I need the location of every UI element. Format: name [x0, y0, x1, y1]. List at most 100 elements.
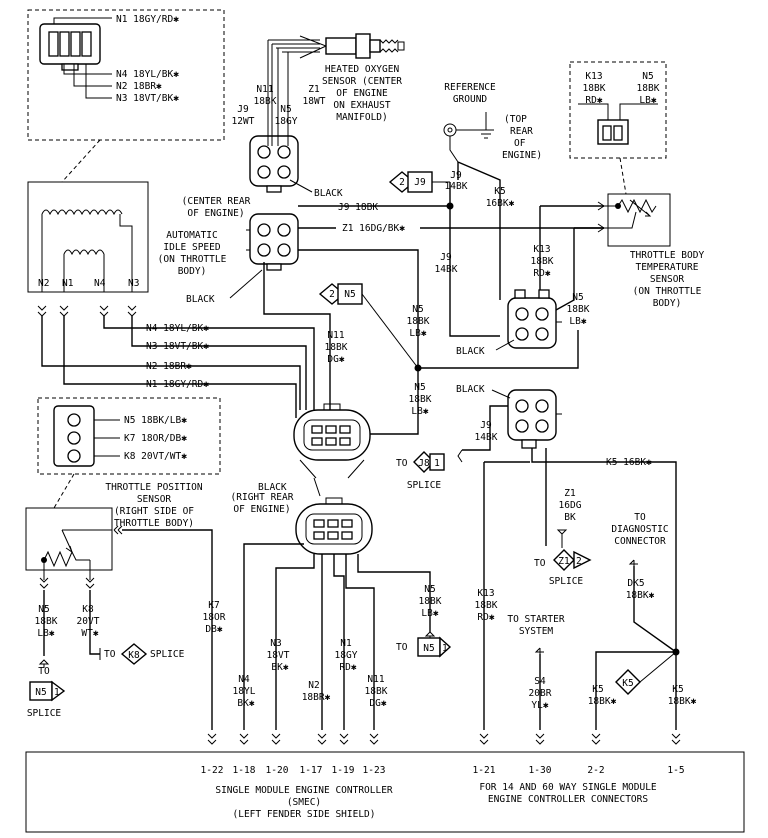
wire-n4-bottom	[243, 543, 304, 730]
wire-k5a	[595, 651, 676, 730]
tps-conn-k8: K8 20VT/WT✱	[124, 451, 187, 462]
o2-connector	[249, 130, 313, 193]
tps-n5-b: 18BK	[35, 616, 58, 627]
tbt-k13-c: RD✱	[585, 95, 602, 106]
mid-connector	[293, 403, 371, 497]
dk5-b: 18BK✱	[626, 590, 655, 601]
tbt-n5-a: N5	[642, 71, 653, 82]
tbt-n5-c: LB✱	[639, 95, 656, 106]
tps-title-4: THROTTLE BODY)	[114, 518, 194, 529]
s4-c: YL✱	[531, 700, 548, 711]
splice-j8-to: TO	[396, 458, 408, 469]
j9-14bk-c: J9	[440, 252, 452, 263]
k7-c: DB✱	[205, 624, 222, 635]
smec-pin-1-21: 1-21	[473, 765, 496, 776]
smec-pin-1-22: 1-22	[201, 765, 224, 776]
o2-title-5: MANIFOLD)	[336, 112, 387, 123]
wire-n11	[263, 262, 331, 410]
n5-tbt-c: LB✱	[569, 316, 586, 327]
wire-n5-to-tbt	[418, 330, 579, 369]
n4-bot-b: 18YL	[233, 686, 256, 697]
n5-low-c: LB✱	[411, 406, 428, 417]
smec-pin-1-17: 1-17	[300, 765, 323, 776]
iac-title-4: BODY)	[178, 266, 207, 277]
tbt-n5-b: 18BK	[637, 83, 660, 94]
idle-speed-connector-detail: N1 18GY/RD✱ N4 18YL/BK✱ N2 18BR✱ N3 18VT…	[27, 9, 225, 183]
splice-n5-right-num: 1	[442, 643, 448, 654]
j9-c-a: J9	[480, 420, 492, 431]
k13-a: K13	[533, 244, 550, 255]
wire-k5-long	[531, 448, 677, 652]
smec-title-2: (SMEC)	[287, 797, 321, 808]
splice-n5-left-num: 1	[54, 687, 60, 698]
k5-ground-a: K5	[494, 186, 505, 197]
n5-tbt-b: 18BK	[567, 304, 590, 315]
wire-n3-label: N3 18VT/BK✱	[146, 341, 209, 352]
splice-k5: K5	[615, 651, 677, 695]
throttle-temp-sensor	[597, 193, 671, 247]
wire-n1-bottom	[333, 554, 345, 730]
wire-n1-label: N1 18GY/RD✱	[146, 379, 209, 390]
splice-k8: TO K8 SPLICE	[99, 643, 185, 665]
k13-c: RD✱	[533, 268, 550, 279]
splice-n5-left-label: SPLICE	[27, 708, 62, 719]
splice-z1: TO Z1 2	[534, 529, 592, 571]
tbt-k13-a: K13	[585, 71, 602, 82]
o2-z1-a: Z1	[308, 84, 320, 95]
iac-wires	[41, 316, 226, 385]
n5-low-b: 18BK	[409, 394, 432, 405]
n5-rr-a: N5	[424, 584, 435, 595]
wire-n5-right	[357, 554, 431, 632]
splice-z1-num: 2	[576, 556, 582, 567]
n5-mid-b: 18BK	[407, 316, 430, 327]
right-rear-connector	[295, 497, 373, 555]
diag-2: DIAGNOSTIC	[611, 524, 668, 535]
ground-loc-4: ENGINE)	[502, 150, 542, 161]
n11-a: N11	[327, 330, 344, 341]
conn-n2-label: N2 18BR✱	[116, 81, 162, 92]
k7-b: 18OR	[203, 612, 226, 623]
o2-title-3: OF ENGINE	[336, 88, 388, 99]
k5a-a: K5	[592, 684, 603, 695]
k5-long-label: K5 16BK✱	[606, 457, 652, 468]
conn-n1-label: N1 18GY/RD✱	[116, 14, 179, 25]
splice-n5-mid-num: 2	[329, 289, 335, 300]
tps-k8-b: 20VT	[77, 616, 100, 627]
smec-title-1: SINGLE MODULE ENGINE CONTROLLER	[215, 785, 393, 796]
splice-j9-top-name: J9	[414, 177, 426, 188]
k5b-a: K5	[672, 684, 683, 695]
tps-n5-a: N5	[38, 604, 49, 615]
diag-1: TO	[634, 512, 646, 523]
n11-bot-c: DG✱	[369, 698, 386, 709]
k5-ground-b: 16BK✱	[486, 198, 515, 209]
o2-n11-b: 18BK	[254, 96, 277, 107]
splice-k8-name: K8	[128, 650, 140, 661]
conn-n3-label: N3 18VT/BK✱	[116, 93, 179, 104]
z1-b: 16DG	[559, 500, 582, 511]
tps-n5-c: LB✱	[37, 628, 54, 639]
dk5-a: DK5	[627, 578, 644, 589]
iac-pin-n3: N3	[128, 278, 139, 289]
wire-n5-down	[366, 368, 419, 435]
iac-pin-n2: N2	[38, 278, 49, 289]
o2-black-label: BLACK	[314, 188, 343, 199]
n5-tbt-a: N5	[572, 292, 583, 303]
smec-pin-1-20: 1-20	[266, 765, 289, 776]
throttle-position-sensor	[25, 507, 123, 589]
n5-mid-c: LB✱	[409, 328, 426, 339]
splice-j8-num: 1	[434, 458, 440, 469]
o2-n11-a: N11	[256, 84, 273, 95]
j9-14bk-b: 14BK	[445, 181, 468, 192]
tps-conn-n5: N5 18BK/LB✱	[124, 415, 187, 426]
tbt-title-5: BODY)	[653, 298, 682, 309]
smec-pin-1-30: 1-30	[529, 765, 552, 776]
n1-bot-a: N1	[340, 638, 352, 649]
o2-title-2: SENSOR (CENTER	[322, 76, 402, 87]
center-loc-2: OF ENGINE)	[187, 208, 244, 219]
k13-bot-a: K13	[477, 588, 494, 599]
center-loc-1: (CENTER REAR	[182, 196, 251, 207]
tps-k8-c: WT✱	[81, 628, 98, 639]
splice-k8-to: TO	[104, 649, 116, 660]
tbt-title-1: THROTTLE BODY	[630, 250, 705, 261]
splice-n5-right-to: TO	[396, 642, 408, 653]
